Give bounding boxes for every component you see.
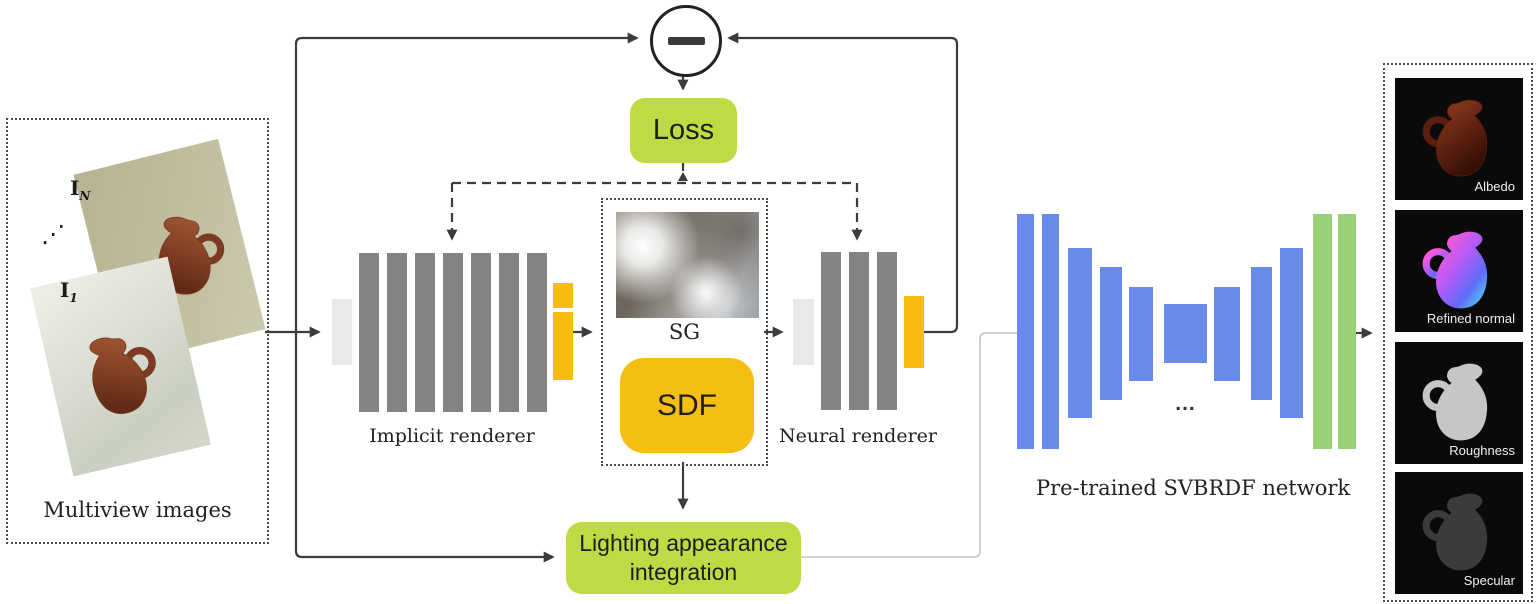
svbrdf-layer-3 xyxy=(1068,248,1092,418)
jug-specular xyxy=(1419,488,1498,576)
implicit-layer-2 xyxy=(387,253,407,412)
svbrdf-output-layer-1 xyxy=(1313,214,1332,449)
svbrdf-layer-1 xyxy=(1017,214,1034,449)
svbrdf-layer-5 xyxy=(1129,287,1153,381)
wire-lighting-to-svbrdf xyxy=(801,332,1017,558)
sdf-box: SDF xyxy=(620,358,754,453)
multiview-box: IN ⋰ I1 Multiview images xyxy=(6,118,269,544)
output-specular: Specular xyxy=(1395,472,1523,594)
ellipsis-images: ⋰ xyxy=(41,220,65,248)
jug-photo-front xyxy=(68,309,174,440)
svbrdf-output-layer-2 xyxy=(1338,214,1356,449)
implicit-layer-5 xyxy=(471,253,491,412)
lighting-line2: integration xyxy=(629,559,738,585)
implicit-layer-1 xyxy=(359,253,379,412)
minus-icon xyxy=(667,37,705,45)
implicit-layer-7 xyxy=(527,253,547,412)
jug-albedo xyxy=(1419,94,1498,182)
lighting-box: Lighting appearance integration xyxy=(566,522,801,594)
label-image-N: IN xyxy=(70,176,91,203)
svbrdf-bottleneck xyxy=(1164,304,1207,363)
output-roughness: Roughness xyxy=(1395,342,1523,464)
label-image-1: I1 xyxy=(60,278,78,305)
sg-label: SG xyxy=(668,320,701,344)
svbrdf-layer-8 xyxy=(1251,267,1272,400)
jug-roughness xyxy=(1419,358,1498,446)
wire-multiview-to-lighting xyxy=(294,332,555,563)
neural-layer-3 xyxy=(877,252,897,410)
lighting-line1: Lighting appearance xyxy=(579,530,788,557)
implicit-input-layer xyxy=(332,299,352,365)
sg-environment-image xyxy=(616,212,759,318)
neural-layer-1 xyxy=(821,252,841,410)
implicit-layer-4 xyxy=(443,253,463,412)
output-refined-normal: Refined normal xyxy=(1395,210,1523,332)
wire-multiview-to-minus xyxy=(294,32,639,332)
output-label-specular: Specular xyxy=(1463,573,1515,588)
neural-renderer-caption: Neural renderer xyxy=(778,425,937,447)
multiview-caption: Multiview images xyxy=(43,498,232,522)
arrow-up-to-loss xyxy=(678,172,688,181)
sg-sdf-box: SG SDF xyxy=(601,198,768,466)
implicit-layer-3 xyxy=(415,253,435,412)
wire-neural-to-minus xyxy=(727,32,959,334)
loss-box: Loss xyxy=(630,98,737,163)
svbrdf-caption: Pre-trained SVBRDF network xyxy=(1036,476,1351,500)
implicit-output-layer-top xyxy=(553,283,573,308)
implicit-renderer-caption: Implicit renderer xyxy=(369,425,535,447)
jug-normal xyxy=(1419,226,1498,314)
output-label-roughness: Roughness xyxy=(1449,443,1515,458)
svbrdf-layer-9 xyxy=(1280,248,1303,418)
output-albedo: Albedo xyxy=(1395,78,1523,200)
neural-input-layer xyxy=(793,299,814,365)
svbrdf-layer-4 xyxy=(1100,267,1122,400)
output-label-refined-normal: Refined normal xyxy=(1426,311,1515,326)
output-label-albedo: Albedo xyxy=(1474,179,1515,194)
implicit-output-layer-bottom xyxy=(553,312,573,380)
svbrdf-layer-2 xyxy=(1042,214,1059,449)
neural-layer-2 xyxy=(849,252,869,410)
implicit-layer-6 xyxy=(499,253,519,412)
outputs-box: Albedo Refined normal Roughness Specular xyxy=(1383,63,1533,602)
svbrdf-layer-7 xyxy=(1214,287,1240,381)
minus-node xyxy=(650,5,722,77)
svbrdf-ellipsis: ... xyxy=(1175,392,1196,415)
neural-output-layer xyxy=(904,296,924,368)
